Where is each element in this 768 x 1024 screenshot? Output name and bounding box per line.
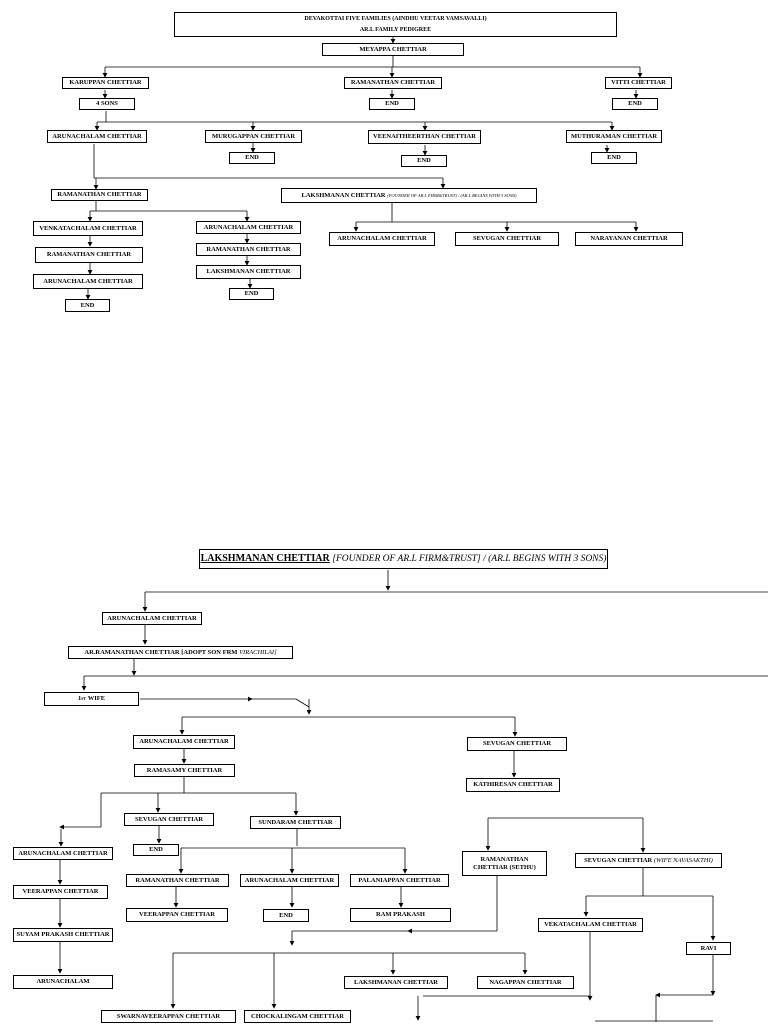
node-lakshmanan-founder: LAKSHMANAN CHETTIAR (FOUNDER OF AR.L FIR… xyxy=(281,188,537,203)
sethu-line-1: RAMANATHAN xyxy=(480,856,529,864)
node-vitti: VITTI CHETTIAR xyxy=(605,77,672,89)
node-arunachalam-2: ARUNACHALAM CHETTIAR xyxy=(196,221,301,234)
node-end: END xyxy=(229,288,274,300)
section-title-lakshmanan: LAKSHMANAN CHETTIAR [FOUNDER OF AR.L FIR… xyxy=(199,549,608,569)
wife-sup: ST xyxy=(81,695,87,701)
node-b-arunachalam-2: ARUNACHALAM CHETTIAR xyxy=(133,735,235,749)
node-ramanathan-4: RAMANATHAN CHETTIAR xyxy=(196,243,301,256)
node-nagappan: NAGAPPAN CHETTIAR xyxy=(477,976,574,989)
node-arunachalam: ARUNACHALAM CHETTIAR xyxy=(47,130,147,143)
node-ravi: RAVI xyxy=(686,942,731,955)
node-b-sevugan-2: SEVUGAN CHETTIAR xyxy=(124,813,214,826)
node-end: END xyxy=(65,299,110,312)
node-karuppan: KARUPPAN CHETTIAR xyxy=(62,77,149,89)
node-b-sevugan: SEVUGAN CHETTIAR xyxy=(467,737,567,751)
node-vekatachalam: VEKATACHALAM CHETTIAR xyxy=(538,918,643,932)
node-chockalingam: CHOCKALINGAM CHETTIAR xyxy=(244,1010,351,1023)
node-sundaram: SUNDARAM CHETTIAR xyxy=(250,816,341,829)
node-l-sevugan: SEVUGAN CHETTIAR xyxy=(455,232,559,246)
node-end: END xyxy=(229,152,275,164)
pedigree-header: DEVAKOTTAI FIVE FAMILIES (AINDHU VEETAR … xyxy=(174,12,617,37)
node-four-sons: 4 SONS xyxy=(79,98,135,110)
node-lakshmanan-2: LAKSHMANAN CHETTIAR xyxy=(196,265,301,279)
sethu-line-2: CHETTIAR (SETHU) xyxy=(473,863,536,871)
node-murugappan: MURUGAPPAN CHETTIAR xyxy=(205,130,302,143)
node-ramanathan: RAMANATHAN CHETTIAR xyxy=(344,77,442,89)
section-title-name: LAKSHMANAN CHETTIAR xyxy=(200,553,330,565)
node-meyappa: MEYAPPA CHETTIAR xyxy=(322,43,464,56)
wife-label: WIFE xyxy=(87,695,106,703)
node-l-narayanan: NARAYANAN CHETTIAR xyxy=(575,232,683,246)
lakshmanan-name: LAKSHMANAN CHETTIAR xyxy=(301,191,386,199)
node-b-veerappan-left: VEERAPPAN CHETTIAR xyxy=(13,885,108,899)
node-swarnaveerappan: SWARNAVEERAPPAN CHETTIAR xyxy=(101,1010,236,1023)
node-veenaitheerthan: VEENAITHEERTHAN CHETTIAR xyxy=(368,130,481,144)
node-end: END xyxy=(263,909,309,922)
section-title-note: [FOUNDER OF AR.L FIRM&TRUST] / (AR.L BEG… xyxy=(332,553,607,564)
node-end: END xyxy=(133,844,179,856)
sevugan-3-wife: (WIFE NAVASAKTHI) xyxy=(653,856,713,864)
node-venkatachalam: VENKATACHALAM CHETTIAR xyxy=(33,221,143,236)
node-end: END xyxy=(612,98,658,110)
node-end: END xyxy=(591,152,637,164)
node-ar-ramanathan: AR.RAMANATHAN CHETTIAR [ADOPT SON FRM VI… xyxy=(68,646,293,659)
header-title: DEVAKOTTAI FIVE FAMILIES (AINDHU VEETAR … xyxy=(304,15,487,22)
node-b-lakshmanan: LAKSHMANAN CHETTIAR xyxy=(344,976,448,989)
node-ramanathan-sethu: RAMANATHAN CHETTIAR (SETHU) xyxy=(462,851,547,876)
wife-num: 1 xyxy=(77,695,82,703)
node-suyam-prakash: SUYAM PRAKASH CHETTIAR xyxy=(13,928,113,942)
node-kathiresan: KATHIRESAN CHETTIAR xyxy=(466,778,560,792)
node-muthuraman: MUTHURAMAN CHETTIAR xyxy=(566,130,662,143)
node-ram-prakash: RAM PRAKASH xyxy=(350,908,451,922)
node-veerappan-s: VEERAPPAN CHETTIAR xyxy=(126,908,228,922)
node-ramanathan-2: RAMANATHAN CHETTIAR xyxy=(51,189,148,201)
node-b-arunachalam: ARUNACHALAM CHETTIAR xyxy=(102,612,202,625)
ar-ramanathan-place: VIRACHILAI] xyxy=(239,648,277,656)
node-arunachalam-3: ARUNACHALAM CHETTIAR xyxy=(33,274,143,289)
ar-ramanathan-label: AR.RAMANATHAN CHETTIAR [ADOPT SON FRM xyxy=(84,648,238,656)
node-b-sevugan-3: SEVUGAN CHETTIAR (WIFE NAVASAKTHI) xyxy=(575,853,722,868)
node-ramanathan-3: RAMANATHAN CHETTIAR xyxy=(35,247,143,263)
node-arunachalam-plain: ARUNACHALAM xyxy=(13,975,113,989)
lakshmanan-note: (FOUNDER OF AR.L FIRM&TRUST) / (AR.L BEG… xyxy=(387,192,517,198)
node-l-arunachalam: ARUNACHALAM CHETTIAR xyxy=(329,232,435,246)
header-subtitle: AR.L FAMILY PEDIGREE xyxy=(359,26,432,33)
sevugan-3-label: SEVUGAN CHETTIAR xyxy=(584,856,653,864)
node-ramasamy: RAMASAMY CHETTIAR xyxy=(134,764,235,777)
node-b-arunachalam-left: ARUNACHALAM CHETTIAR xyxy=(13,847,113,860)
node-palaniappan: PALANIAPPAN CHETTIAR xyxy=(350,874,449,887)
node-end: END xyxy=(401,155,447,167)
node-ramanathan-s: RAMANATHAN CHETTIAR xyxy=(126,874,229,887)
node-end: END xyxy=(369,98,415,110)
node-arunachalam-s: ARUNACHALAM CHETTIAR xyxy=(240,874,339,887)
